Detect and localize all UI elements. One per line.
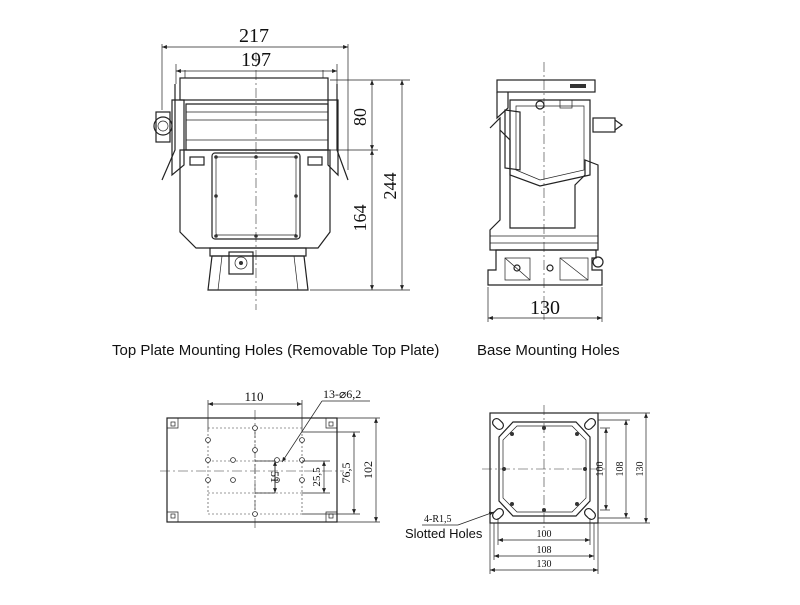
base-view: 100 108 130 100 108 130 4-R1,5 bbox=[422, 405, 650, 574]
caption-slotted-holes: Slotted Holes bbox=[405, 526, 483, 541]
slotted-hole bbox=[491, 417, 597, 521]
slot-callout: 4-R1,5 bbox=[424, 514, 452, 525]
side-view: 130 bbox=[487, 62, 624, 322]
dim-100-v: 100 bbox=[595, 462, 606, 477]
dim-164: 164 bbox=[350, 205, 370, 232]
dim-51: 51 bbox=[268, 471, 282, 483]
front-view: 217 197 80 164 244 bbox=[153, 25, 410, 310]
caption-base: Base Mounting Holes bbox=[477, 342, 620, 359]
hole-callout: 13-⌀6,2 bbox=[323, 387, 361, 401]
dim-244: 244 bbox=[380, 173, 400, 200]
caption-top-plate: Top Plate Mounting Holes (Removable Top … bbox=[112, 342, 440, 359]
dim-130-side: 130 bbox=[530, 297, 560, 319]
dim-130-h: 130 bbox=[537, 559, 552, 570]
dim-76-5: 76,5 bbox=[339, 463, 353, 484]
dim-25-5: 25,5 bbox=[311, 467, 323, 487]
dim-130-v: 130 bbox=[635, 462, 646, 477]
dim-100-h: 100 bbox=[537, 529, 552, 540]
dim-80: 80 bbox=[350, 108, 370, 126]
dim-108-v: 108 bbox=[615, 462, 626, 477]
dim-102: 102 bbox=[361, 461, 375, 479]
dim-217: 217 bbox=[239, 25, 269, 47]
top-plate-view: 110 13-⌀6,2 51 25,5 76,5 102 bbox=[160, 387, 380, 530]
dim-108-h: 108 bbox=[537, 545, 552, 556]
dim-197: 197 bbox=[241, 49, 271, 71]
dim-110: 110 bbox=[244, 389, 263, 404]
